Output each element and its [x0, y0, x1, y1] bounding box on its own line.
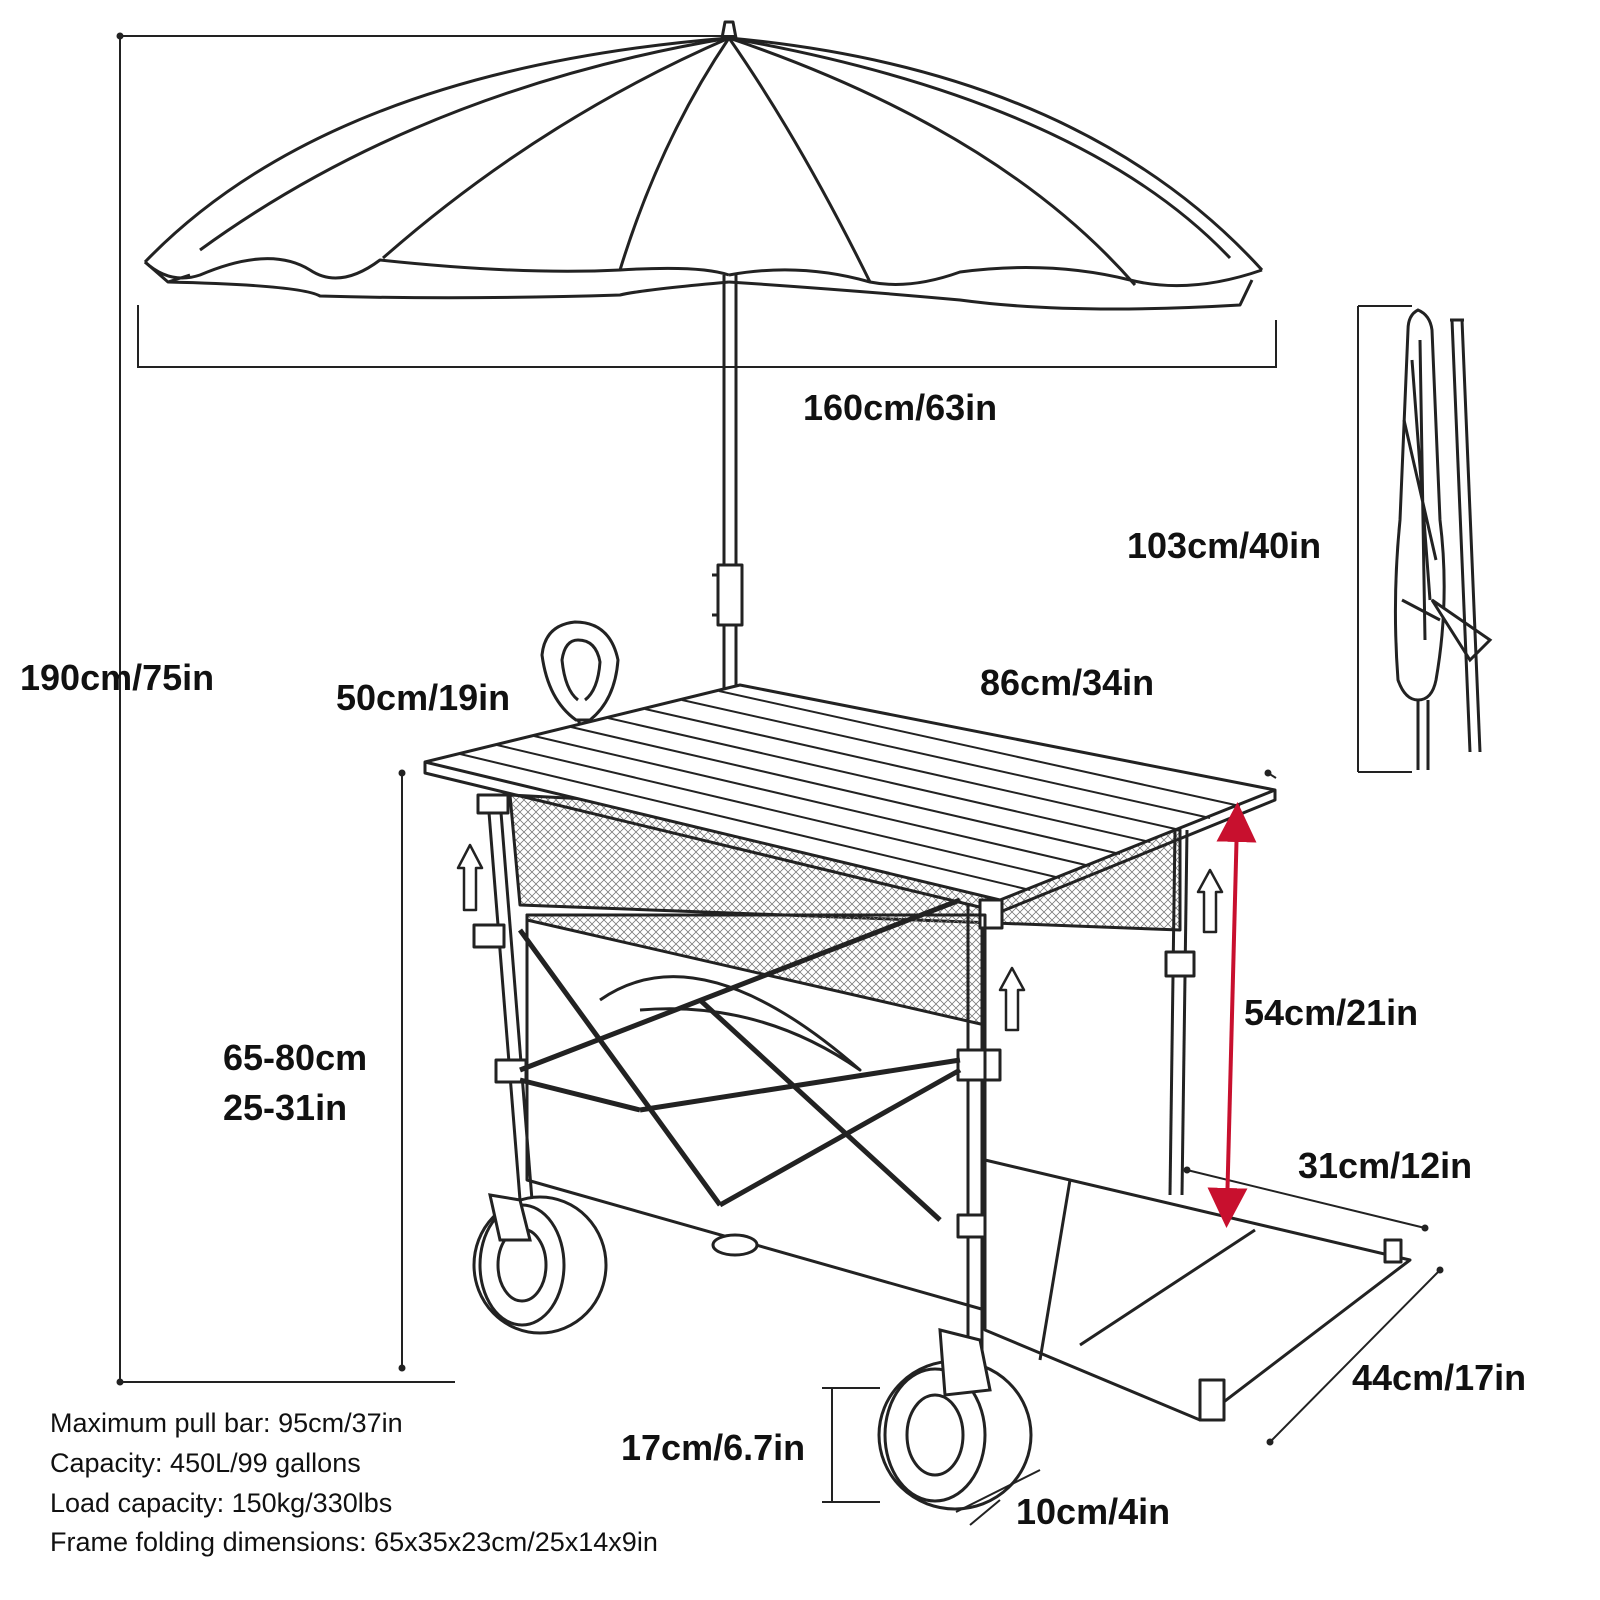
spec-pull-bar: Maximum pull bar: 95cm/37in: [50, 1408, 403, 1438]
spec-folding-dimensions: Frame folding dimensions: 65x35x23cm/25x…: [50, 1527, 658, 1557]
spec-capacity: Capacity: 450L/99 gallons: [50, 1448, 361, 1478]
umbrella-width-label: 160cm/63in: [803, 387, 997, 428]
wheel-icon: [472, 1193, 1033, 1511]
table-length-label: 86cm/34in: [980, 662, 1154, 703]
tailgate-width-label: 44cm/17in: [1352, 1357, 1526, 1398]
total-height-label: 190cm/75in: [20, 657, 214, 698]
shelf-clearance-arrow: [1207, 802, 1257, 1228]
wagon-icon: [423, 620, 1412, 1422]
umbrella-icon: [143, 20, 1264, 700]
wheel-width-label: 10cm/4in: [1016, 1491, 1170, 1532]
table-depth-label: 50cm/19in: [336, 677, 510, 718]
table-height-in-label: 25-31in: [223, 1087, 347, 1128]
folded-umbrella-icon: [1393, 308, 1493, 770]
wheel-diameter-label: 17cm/6.7in: [621, 1427, 805, 1468]
tailgate-depth-label: 31cm/12in: [1298, 1145, 1472, 1186]
folded-umbrella-length-label: 103cm/40in: [1127, 525, 1321, 566]
spec-load-capacity: Load capacity: 150kg/330lbs: [50, 1488, 392, 1518]
table-height-cm-label: 65-80cm: [223, 1037, 367, 1078]
shelf-clearance-label: 54cm/21in: [1244, 992, 1418, 1033]
